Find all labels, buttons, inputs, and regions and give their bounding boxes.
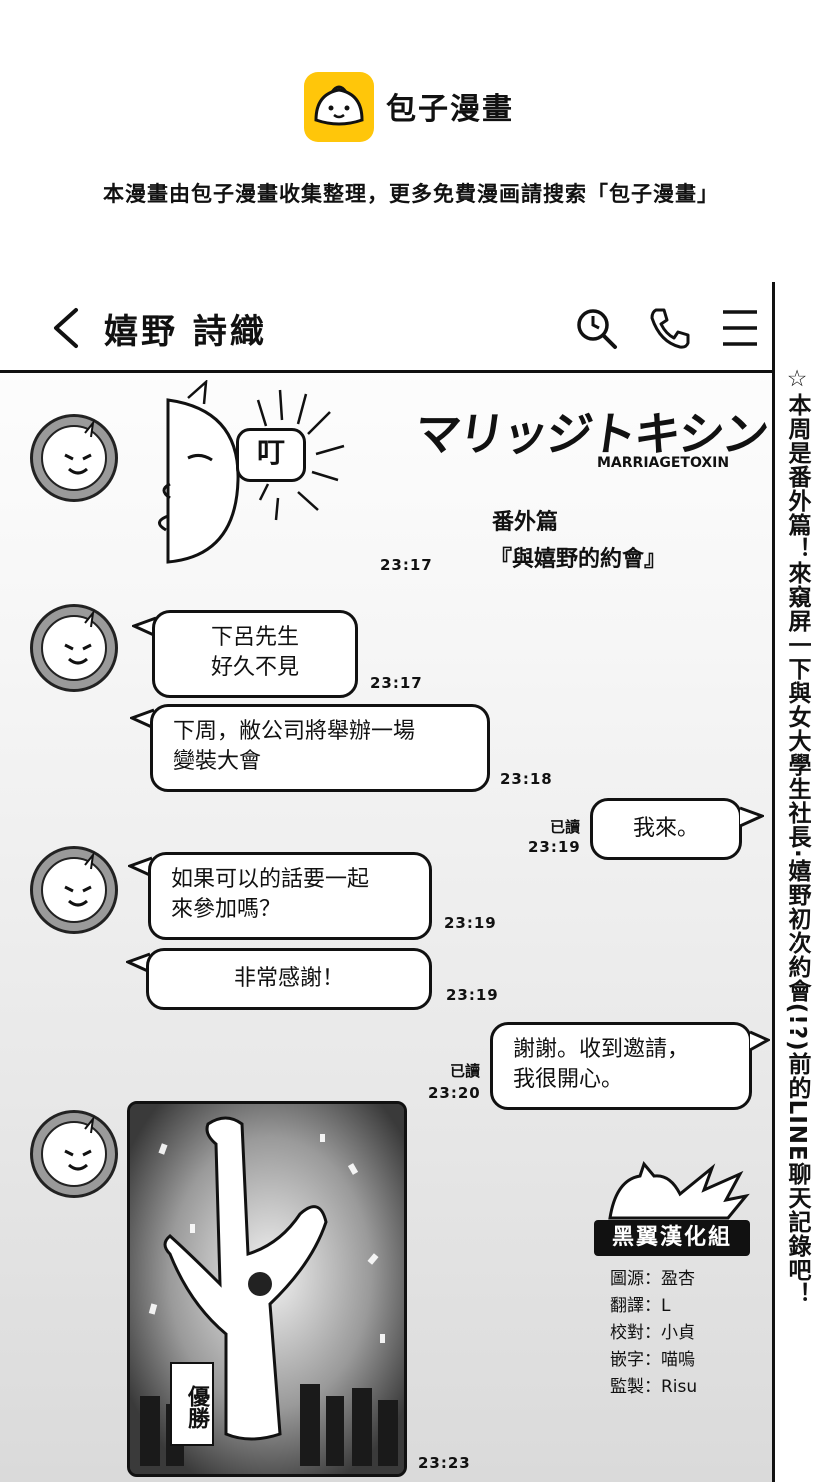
chat-header xyxy=(0,282,772,373)
photo-message[interactable] xyxy=(127,1101,407,1477)
brand-name: 包子漫畫 xyxy=(386,92,514,127)
message-bubble[interactable]: 非常感謝！ xyxy=(146,948,432,1010)
bubble-tail xyxy=(739,806,764,828)
avatar[interactable] xyxy=(30,1110,118,1198)
message-bubble[interactable]: 謝謝。收到邀請， 我很開心。 xyxy=(490,1022,752,1110)
phone-icon[interactable] xyxy=(648,306,692,350)
bubble-tail xyxy=(130,708,155,730)
group-mascot-icon xyxy=(608,1160,750,1220)
timestamp: 23:20 xyxy=(428,1084,481,1102)
message-bubble[interactable]: 我來。 xyxy=(590,798,742,860)
bubble-tail xyxy=(128,856,153,878)
read-receipt: 已讀 xyxy=(549,818,580,836)
contact-name: 嬉野 詩織 xyxy=(104,312,267,352)
bubble-tail xyxy=(132,616,157,638)
message-bubble[interactable]: 下呂先生 好久不見 xyxy=(152,610,358,698)
bubble-tail xyxy=(749,1030,770,1052)
photo-image xyxy=(130,1104,404,1474)
read-receipt: 已讀 xyxy=(449,1062,480,1080)
timestamp: 23:17 xyxy=(370,674,423,692)
timestamp: 23:19 xyxy=(446,986,499,1004)
message-bubble[interactable]: 下周，敝公司將舉辦一場 變裝大會 xyxy=(150,704,490,792)
chapter-subtitle: 『與嬉野的約會』 xyxy=(490,547,667,572)
avatar[interactable] xyxy=(30,604,118,692)
timestamp: 23:19 xyxy=(528,838,581,856)
vertical-caption: ☆本周是番外篇！來窺屏一下與女大學生社長·嬉野初次約會(!?)前的LINE聊天記… xyxy=(784,366,810,1306)
group-name: 黑翼漢化組 xyxy=(594,1220,750,1256)
winner-sign: 優勝 xyxy=(170,1362,214,1446)
timestamp: 23:18 xyxy=(500,770,553,788)
back-icon[interactable] xyxy=(50,306,82,350)
watermark-notice: 本漫畫由包子漫畫收集整理，更多免費漫画請搜索「包子漫畫」 xyxy=(103,182,719,206)
search-icon[interactable] xyxy=(574,306,618,350)
brand-logo xyxy=(304,72,374,142)
bun-icon xyxy=(314,85,364,126)
avatar[interactable] xyxy=(30,846,118,934)
message-bubble[interactable]: 如果可以的話要一起 來參加嗎？ xyxy=(148,852,432,940)
timestamp: 23:17 xyxy=(380,556,433,574)
timestamp: 23:19 xyxy=(444,914,497,932)
special-chapter-label: 番外篇 xyxy=(492,510,559,535)
title-english: MARRIAGETOXIN xyxy=(597,455,730,471)
sticker-sound: 叮 xyxy=(236,428,306,482)
credits: 圖源：盈杏 翻譯：L 校對：小貞 嵌字：喵嗚 監製：Risu xyxy=(610,1269,698,1397)
bubble-tail xyxy=(126,952,151,974)
menu-icon[interactable] xyxy=(720,306,760,350)
timestamp: 23:23 xyxy=(418,1454,471,1472)
avatar[interactable] xyxy=(30,414,118,502)
sticker-image xyxy=(158,380,345,564)
